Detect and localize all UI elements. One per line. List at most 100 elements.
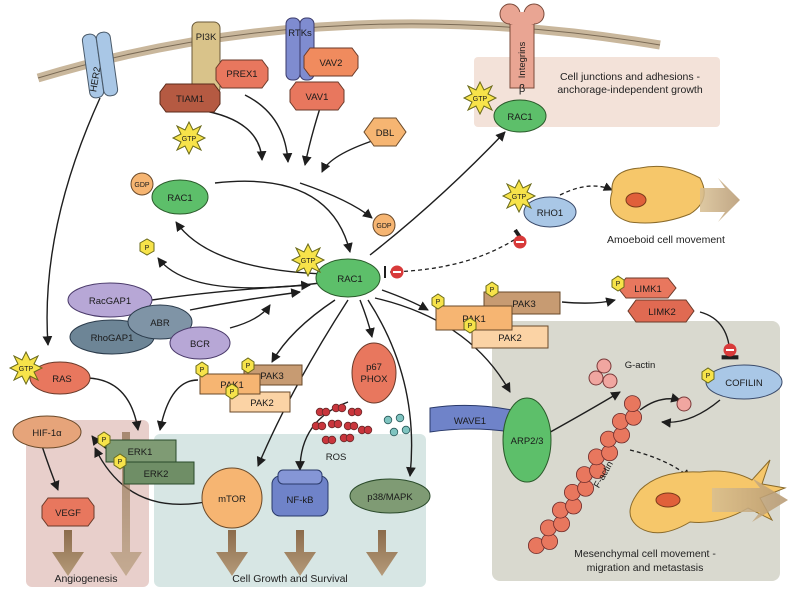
pak3-left-label: PAK3 [260,371,284,382]
rtks-label: RTKs [288,28,312,39]
bcr-node[interactable]: BCR [169,326,231,360]
svg-text:P: P [246,363,251,370]
arp23-node[interactable]: ARP2/3 [502,397,552,483]
mesenchymal-label-2: migration and metastasis [587,562,704,574]
rhogap1-label: RhoGAP1 [91,333,134,344]
teal-molecule [395,413,405,423]
rac1-gdp-node[interactable]: RAC1 [151,179,209,215]
pi3k-receptor[interactable]: PI3K [191,21,221,95]
pi3k-label: PI3K [196,32,217,43]
tiam1-node[interactable]: TIAM1 [159,83,221,113]
cofilin-node[interactable]: COFILIN [705,364,783,400]
mtor-node[interactable]: mTOR [201,467,263,529]
rho1-label: RHO1 [537,208,563,219]
mesenchymal-label: Mesenchymal cell movement - [574,548,716,560]
svg-text:P: P [102,437,107,444]
dbl-label: DBL [376,128,394,139]
nfkb-label: NF-kB [287,495,314,506]
teal-molecule [389,427,399,437]
rac1-junction-node[interactable]: RAC1 [493,99,547,133]
svg-text:P: P [468,323,473,330]
rac1-junction-label: RAC1 [507,112,532,123]
rac1-center-label: RAC1 [337,274,362,285]
bcr-label: BCR [190,339,210,350]
her2-receptor[interactable]: HER2 [81,31,119,99]
racgap1-node[interactable]: RacGAP1 [67,282,153,318]
pak2-left-label: PAK2 [250,398,274,409]
gtp-badge-center: GTP [290,242,326,278]
ras-node[interactable]: RAS [29,361,91,395]
limk2-node[interactable]: LIMK2 [627,299,695,323]
p67phox-node[interactable]: p67 PHOX [351,342,397,404]
downstream-arrows [52,432,398,576]
svg-text:P: P [616,281,621,288]
cofilin-label: COFILIN [725,378,763,389]
nfkb-node[interactable]: NF-kB [271,469,329,517]
teal-molecule [401,425,411,435]
svg-text:P: P [118,459,123,466]
pak2-left-node[interactable]: PAK2 [229,391,291,413]
rho1-node[interactable]: RHO1 [523,196,577,228]
limk1-label: LIMK1 [634,284,661,295]
ros-molecules [311,403,373,445]
svg-text:P: P [145,245,150,252]
f-actin-bead [624,395,641,413]
limk1-node[interactable]: LIMK1 [617,277,677,299]
svg-text:GTP: GTP [182,136,197,143]
ros-label: ROS [326,452,347,463]
vegf-label: VEGF [55,508,81,519]
g-actin-label: G-actin [625,360,656,371]
erk2-node[interactable]: ERK2 [123,461,195,485]
p67phox-label: p67 [366,362,382,373]
mtor-label: mTOR [218,494,246,505]
svg-text:P: P [706,373,711,380]
limk2-label: LIMK2 [648,307,675,318]
rac1-gdp-label: RAC1 [167,193,192,204]
vegf-node[interactable]: VEGF [41,497,95,527]
dbl-node[interactable]: DBL [363,117,407,147]
ros-molecule [321,407,331,417]
gdp-badge-released: GDP [372,213,396,237]
inhibit-symbol-rho1 [513,235,527,249]
vav2-node[interactable]: VAV2 [303,47,359,77]
rac1-center-node[interactable]: RAC1 [315,258,381,298]
ros-molecule [349,421,359,431]
abr-node[interactable]: ABR [127,304,193,340]
gtp-badge-junction: GTP [462,80,498,116]
amoeboid-cell [610,165,740,224]
mesenchymal-cell [629,459,788,534]
teal-molecule [383,415,393,425]
gtp-badge-rho1: GTP [501,178,537,214]
svg-text:P: P [230,389,235,396]
phosphate-limk: P [611,275,625,292]
svg-text:P: P [200,367,205,374]
gdp-badge-rac1: GDP [130,172,154,196]
ras-label: RAS [52,374,72,385]
p38-mapk-label: p38/MAPK [367,492,413,503]
wave1-label: WAVE1 [454,416,486,427]
racgap1-label: RacGAP1 [89,296,131,307]
junction-region-label: Cell junctions and adhesions - [560,71,701,83]
svg-text:GTP: GTP [512,194,527,201]
ros-molecule [317,421,327,431]
integrins-receptor[interactable]: Integrins β [499,3,545,95]
prex1-node[interactable]: PREX1 [215,59,269,89]
inhibit-symbol-rac1 [384,265,404,279]
vav1-node[interactable]: VAV1 [289,81,345,111]
beta-label: β [519,83,525,95]
hif1a-node[interactable]: HIF-1α [12,415,82,449]
wave1-node[interactable]: WAVE1 [429,404,513,433]
ros-molecule [345,433,355,443]
abr-label: ABR [150,318,170,329]
hif1a-label: HIF-1α [32,428,62,439]
pak2-right-label: PAK2 [498,333,522,344]
junction-region-label-2: anchorage-independent growth [557,84,703,96]
arp23-label: ARP2/3 [511,436,544,447]
teal-molecules [383,413,411,437]
integrins-label: Integrins [517,42,528,79]
inhibit-symbol-cofilin [723,343,737,357]
p38-mapk-node[interactable]: p38/MAPK [349,478,431,514]
angiogenesis-label: Angiogenesis [54,573,117,585]
erk2-label: ERK2 [144,469,169,480]
